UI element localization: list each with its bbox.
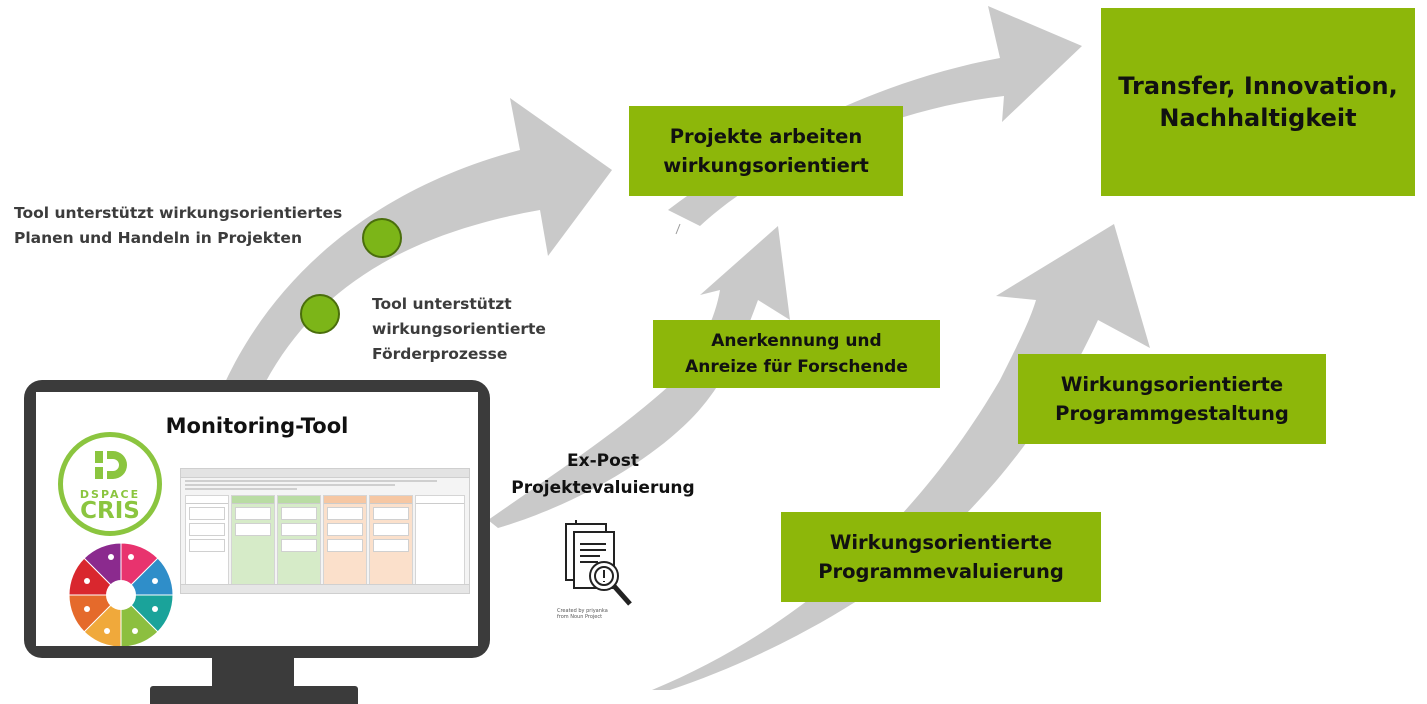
board-column-5 <box>369 495 413 585</box>
board-titlebar <box>181 469 469 478</box>
label-tool-planen: Tool unterstützt wirkungsorientiertes Pl… <box>14 204 343 247</box>
box-projekte-text: Projekte arbeiten wirkungsorientiert <box>663 125 869 177</box>
board-column-1 <box>185 495 229 585</box>
dspace-word: DSPACE <box>79 488 141 501</box>
impact-wheel-icon <box>68 542 174 646</box>
milestone-dot-planen <box>362 218 402 258</box>
milestone-dot-foerder <box>300 294 340 334</box>
box-gestaltung: Wirkungsorientierte Programmgestaltung <box>1018 354 1326 444</box>
box-evaluierung-text: Wirkungsorientierte Programmevaluierung <box>818 531 1064 583</box>
label-expost: Ex-Post Projektevaluierung <box>511 451 695 498</box>
arrow-evaluierung-to-transfer <box>652 224 1150 690</box>
arrow-expost-to-projekte <box>488 226 790 528</box>
board-column-4 <box>323 495 367 585</box>
monitor-title: Monitoring-Tool <box>165 414 349 438</box>
monitor-stand-base <box>150 686 358 704</box>
document-magnifier-icon <box>565 520 632 606</box>
board-column-2 <box>231 495 275 585</box>
kanban-board-screenshot <box>180 468 470 594</box>
box-anerkennung-text: Anerkennung und Anreize für Forschende <box>685 331 908 377</box>
monitor-stand-neck <box>212 656 294 690</box>
box-anerkennung: Anerkennung und Anreize für Forschende <box>653 320 940 388</box>
monitor-screen: Monitoring-Tool DSPACE CRIS <box>36 392 478 646</box>
dspace-glyph-icon <box>95 451 127 479</box>
dspace-cris: CRIS <box>80 498 140 524</box>
dspace-cris-logo: DSPACE CRIS <box>58 432 162 536</box>
icon-credit: Created by priyanka from Noun Project <box>557 608 608 620</box>
arrow-tool-to-projekte <box>196 98 612 470</box>
monitor: Monitoring-Tool DSPACE CRIS <box>24 380 490 658</box>
label-tool-foerder: Tool unterstützt wirkungsorientierte För… <box>372 295 546 363</box>
board-description <box>185 480 465 490</box>
box-transfer-text: Transfer, Innovation, Nachhaltigkeit <box>1118 72 1398 132</box>
board-column-6 <box>415 495 465 585</box>
board-column-3 <box>277 495 321 585</box>
box-gestaltung-text: Wirkungsorientierte Programmgestaltung <box>1055 373 1289 425</box>
box-projekte: Projekte arbeiten wirkungsorientiert <box>629 106 903 196</box>
board-footer <box>181 584 469 593</box>
stray-mark <box>675 223 681 235</box>
box-transfer: Transfer, Innovation, Nachhaltigkeit <box>1101 8 1415 196</box>
box-evaluierung: Wirkungsorientierte Programmevaluierung <box>781 512 1101 602</box>
